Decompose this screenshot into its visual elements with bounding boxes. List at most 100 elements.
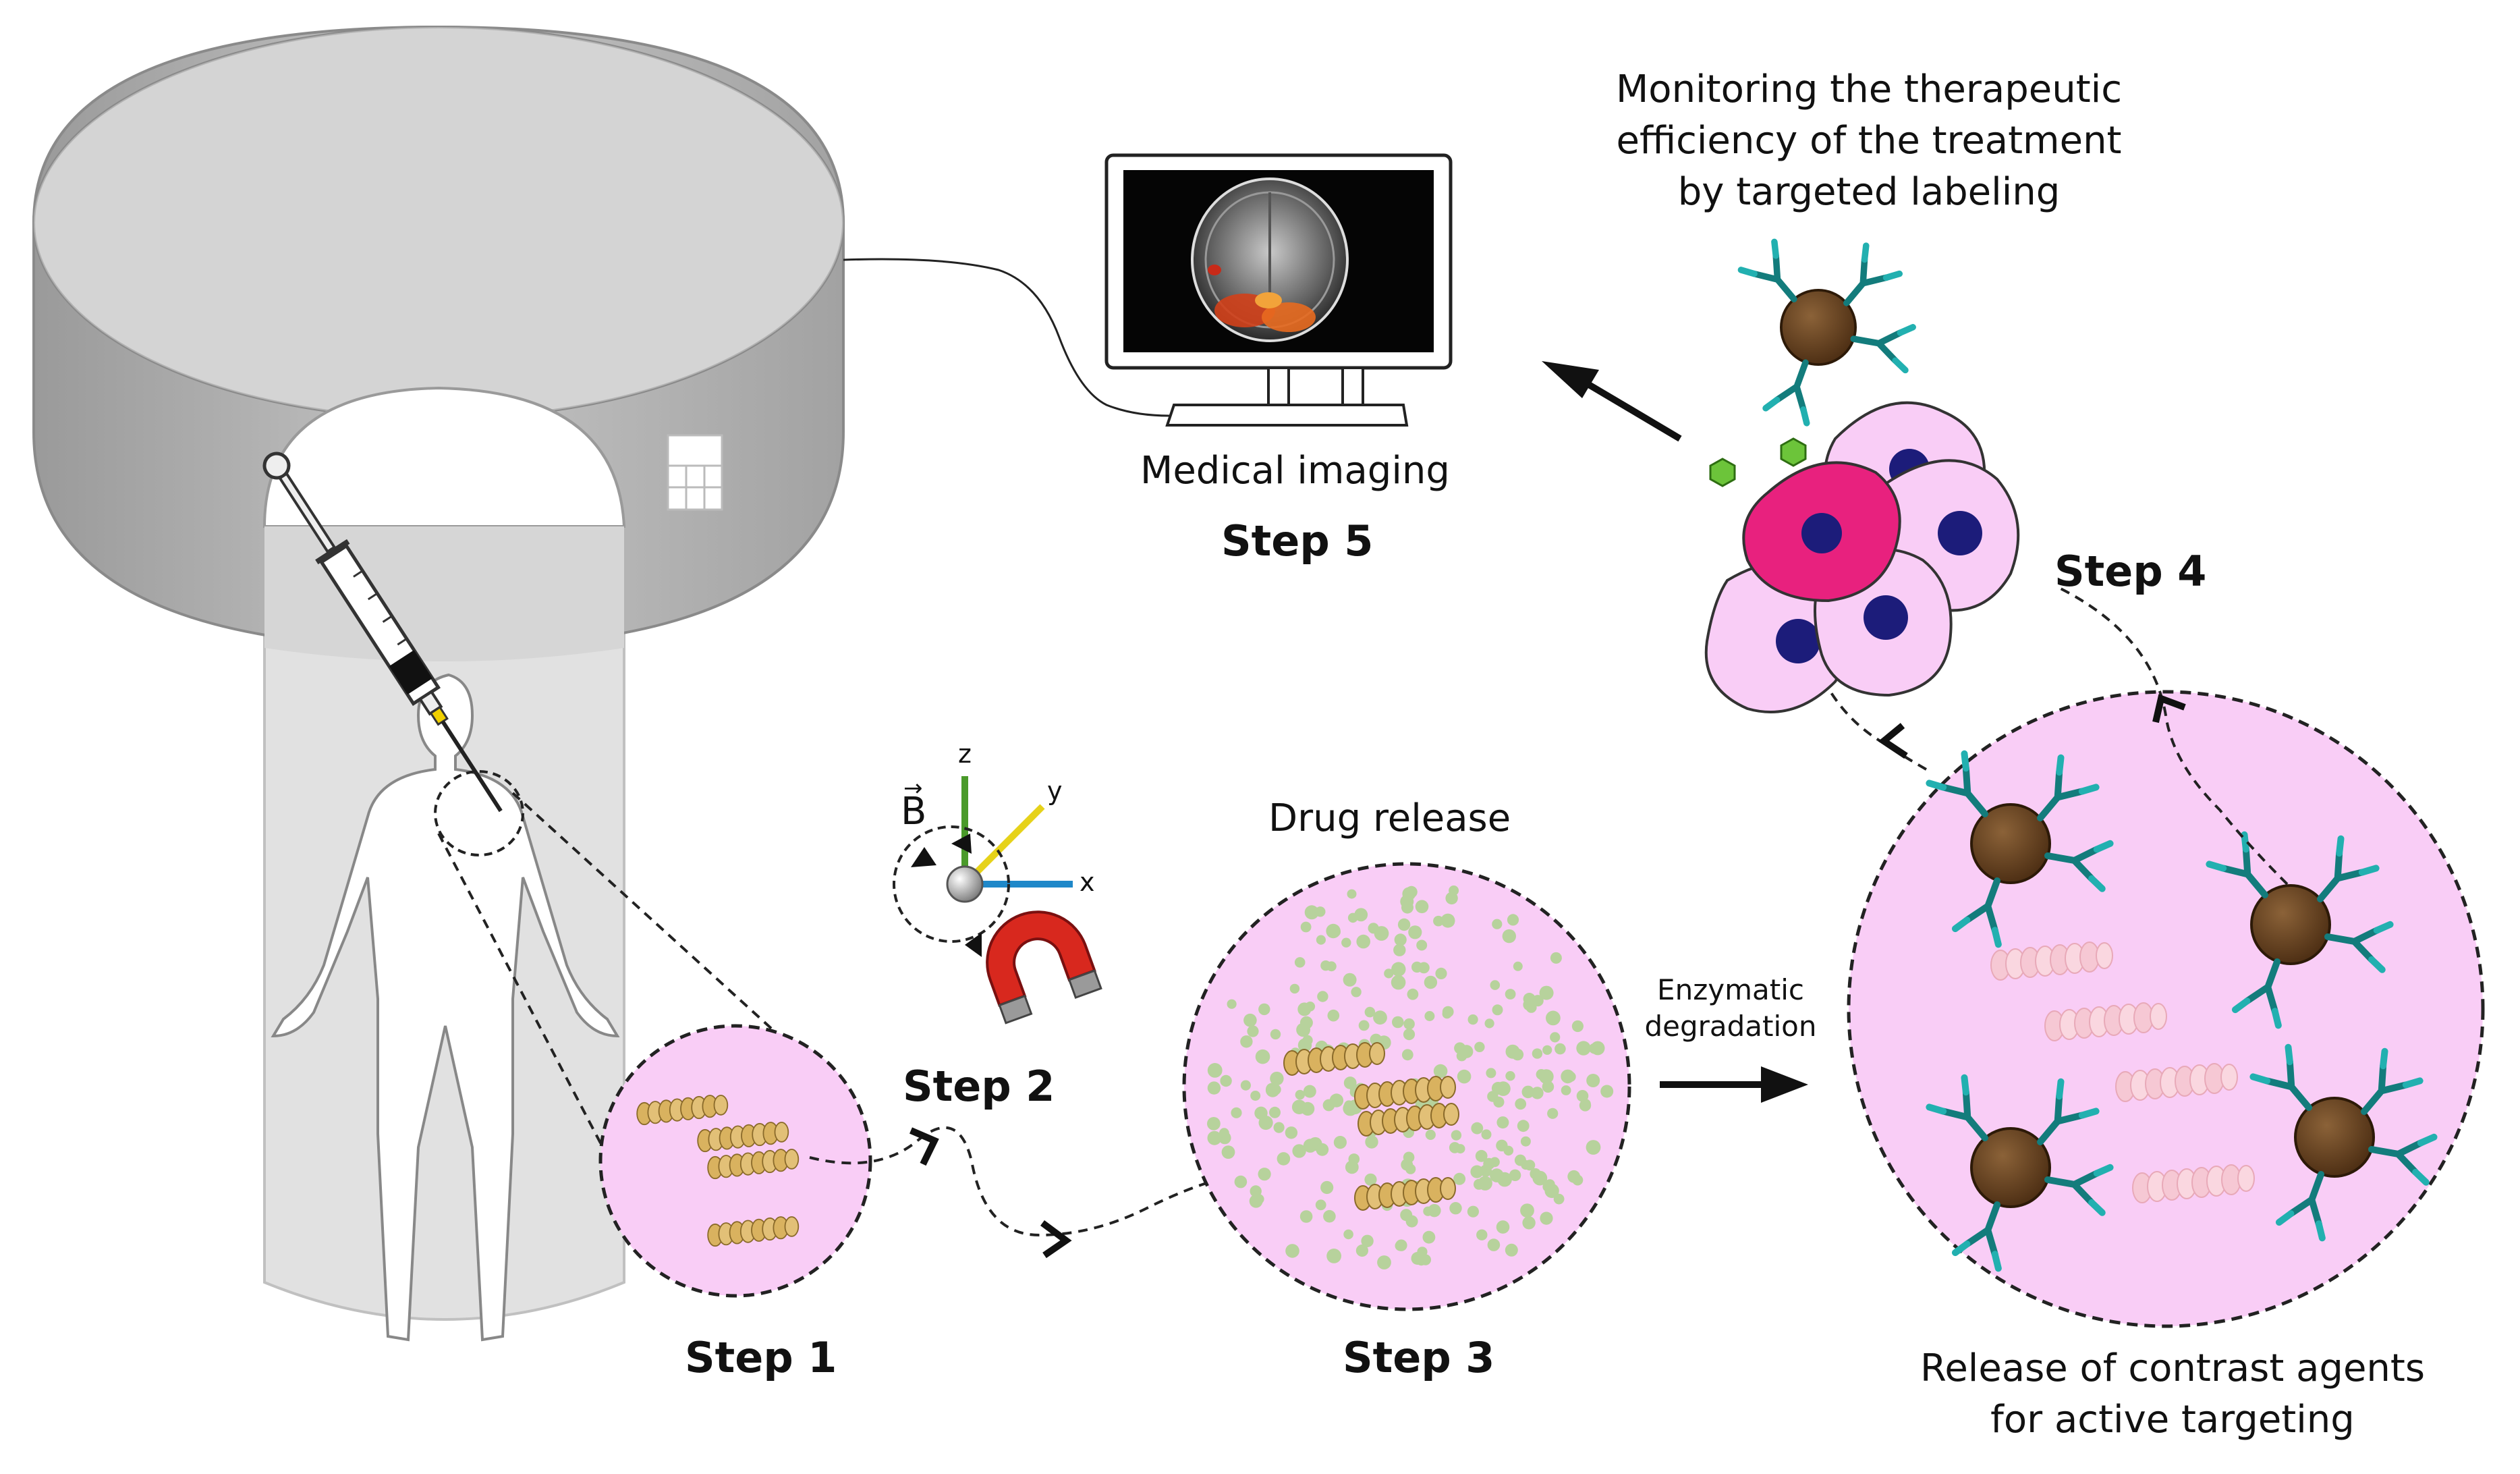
arrow-head-icon — [1761, 1066, 1808, 1103]
drug-particle — [1207, 1081, 1221, 1095]
cell-cluster — [1704, 242, 2020, 713]
drug-particle — [1397, 918, 1411, 931]
chevron-icon — [2152, 694, 2186, 724]
drug-particle — [1343, 1229, 1353, 1240]
brain-scan-icon — [1191, 178, 1349, 342]
drug-particle — [1356, 934, 1370, 949]
drug-particle — [1316, 1143, 1329, 1156]
drug-particle — [1355, 1244, 1368, 1257]
drug-particle — [1285, 1244, 1299, 1258]
drug-particle — [1400, 1209, 1413, 1222]
drug-particle — [1373, 1010, 1387, 1025]
drug-particle — [1254, 1106, 1268, 1120]
drug-particle — [1542, 1045, 1552, 1055]
drug-particle — [1303, 1139, 1318, 1153]
drug-particle — [1320, 960, 1331, 971]
drug-particle — [1544, 1183, 1559, 1199]
drug-particle — [1219, 1128, 1229, 1139]
drug-particle — [1550, 1032, 1561, 1043]
drug-particle — [1435, 967, 1447, 979]
drug-particle — [1322, 1099, 1335, 1112]
nanoparticle-icon — [1741, 242, 1913, 422]
drug-particle — [1586, 1140, 1601, 1155]
drug-particle — [1532, 1170, 1548, 1186]
drug-particle — [1315, 906, 1326, 917]
drug-particle — [1303, 1085, 1316, 1098]
drug-particle — [1250, 1091, 1261, 1101]
drug-particle — [1305, 1002, 1316, 1012]
drug-particle — [1442, 1006, 1454, 1018]
drug-particle — [1207, 1117, 1221, 1130]
drug-particle — [1249, 1194, 1263, 1208]
drug-particle — [1474, 1178, 1484, 1190]
drug-particle — [1520, 1136, 1531, 1147]
drug-particle — [1509, 1169, 1521, 1182]
drug-particle — [1408, 925, 1422, 939]
drug-particle — [1320, 1180, 1334, 1195]
drug-particle — [1231, 1107, 1242, 1118]
drug-particle — [1364, 1173, 1377, 1186]
drug-particle — [1365, 1135, 1378, 1149]
enzymatic-degradation-label: Enzymatic degradation — [1644, 973, 1817, 1043]
drug-particle — [1304, 905, 1319, 920]
drug-particle — [1496, 1220, 1510, 1234]
drug-particle — [1255, 1049, 1270, 1064]
drug-particle — [1502, 929, 1516, 944]
step2-label: Step 2 — [903, 1062, 1055, 1111]
drug-particle — [1295, 1089, 1306, 1100]
drug-particle — [1299, 1210, 1313, 1223]
drug-particle — [1392, 1016, 1404, 1029]
step4-label: Step 4 — [2054, 547, 2207, 596]
drug-particle — [1316, 935, 1326, 945]
step3-label: Step 3 — [1343, 1333, 1495, 1382]
drug-particle — [1207, 1130, 1222, 1145]
step1-label: Step 1 — [685, 1333, 837, 1382]
release-contrast-caption: Release of contrast agents for active ta… — [1920, 1346, 2426, 1442]
drug-particle — [1358, 1020, 1370, 1031]
drug-particle — [1234, 1175, 1248, 1189]
drug-particle — [1505, 989, 1516, 1000]
drug-particle — [1492, 1004, 1503, 1016]
drug-particle — [1258, 1168, 1271, 1181]
chevron-icon — [1878, 723, 1908, 759]
drug-particle — [1258, 1003, 1270, 1016]
drug-particle — [1586, 1074, 1600, 1087]
drug-particle — [1451, 1130, 1462, 1141]
drug-particle — [1270, 1071, 1284, 1086]
drug-particle — [1402, 887, 1416, 901]
drug-particle — [1326, 1249, 1341, 1263]
drug-particle — [1315, 1199, 1326, 1211]
drug-particle — [1411, 961, 1423, 973]
drug-particle — [1247, 1025, 1259, 1037]
drug-particle — [1440, 913, 1455, 928]
drug-particle — [1467, 1205, 1479, 1218]
drug-particle — [1492, 919, 1503, 929]
drug-particle — [1433, 915, 1444, 927]
syringe-icon — [262, 452, 503, 813]
axis-z-label: z — [958, 739, 972, 769]
drug-particle — [1539, 985, 1554, 1000]
mri-scanner-icon — [32, 25, 845, 1321]
drug-particle — [1273, 1122, 1285, 1133]
drug-particle — [1343, 1076, 1357, 1089]
chevron-icon — [909, 1127, 939, 1166]
drug-particle — [1475, 1149, 1488, 1162]
drug-particle — [1416, 939, 1428, 951]
path-to-step4-left — [1827, 687, 1927, 771]
drug-particle — [1571, 1020, 1584, 1033]
drug-particle — [1481, 1129, 1492, 1140]
drug-particle — [1317, 991, 1328, 1002]
drug-particle — [1496, 1116, 1509, 1129]
drug-particle — [1270, 1029, 1281, 1040]
drug-particle — [1467, 1014, 1478, 1025]
drug-particle — [1522, 1216, 1536, 1230]
medical-imaging-label: Medical imaging — [1140, 449, 1450, 493]
drug-particle — [1266, 1083, 1279, 1096]
drug-particle — [1351, 987, 1362, 998]
drug-particle — [1424, 975, 1438, 989]
drug-particle — [1384, 968, 1394, 979]
drug-particle — [1341, 937, 1351, 948]
drug-particle — [1207, 1063, 1223, 1078]
drug-particle — [1395, 1240, 1405, 1251]
drug-particle — [1424, 1011, 1435, 1021]
